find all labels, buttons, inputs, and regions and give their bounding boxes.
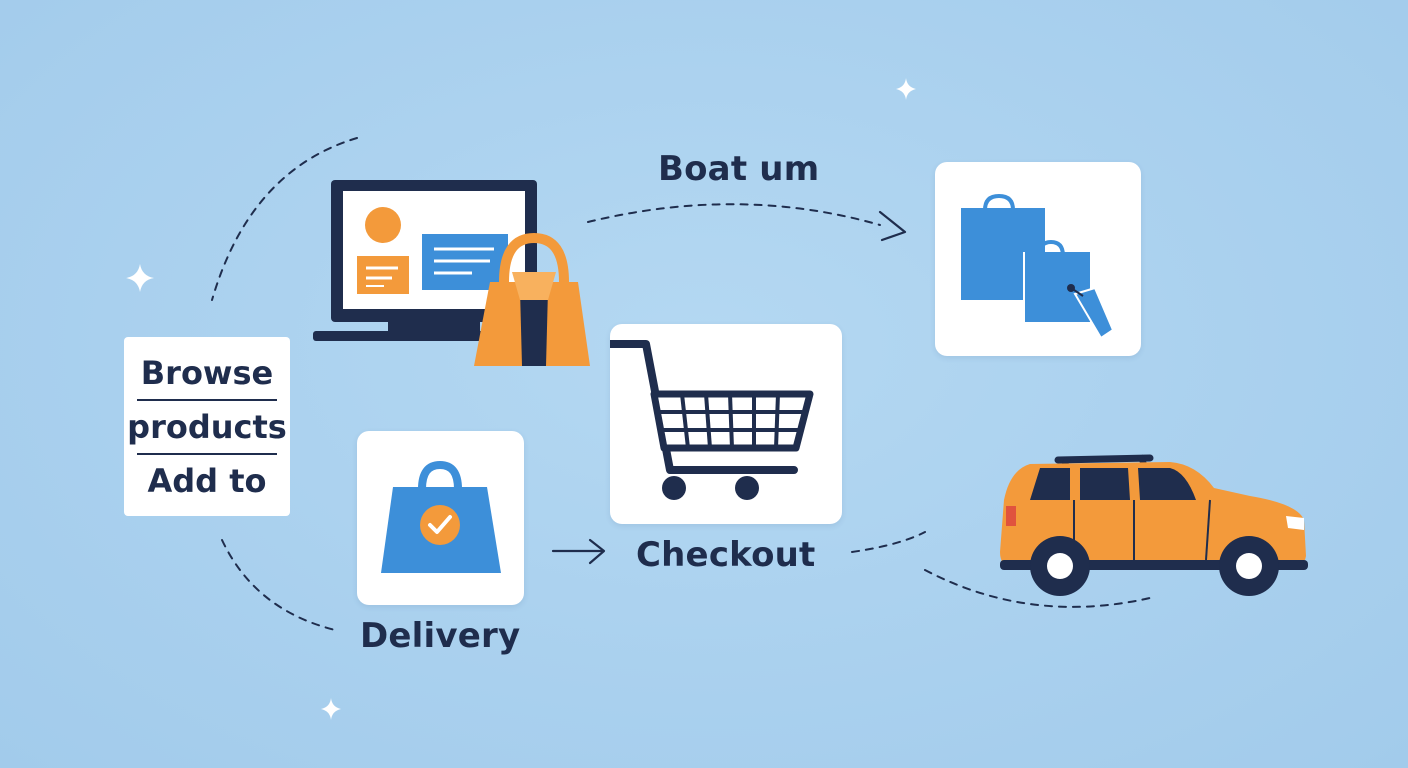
shopping-bags-card <box>935 162 1141 356</box>
sparkle-icon <box>321 698 341 720</box>
shopping-bag-icon <box>474 232 590 366</box>
sparkle-icon <box>126 264 154 292</box>
delivery-label: Delivery <box>360 616 521 656</box>
shopping-bags-icon <box>961 193 1115 340</box>
browse-label: Browse <box>140 353 274 392</box>
shopping-cart-card <box>606 324 842 524</box>
dashed-connector-top-left <box>211 137 358 301</box>
add-to-label: Add to <box>147 461 267 500</box>
dashed-connector-bottom-left <box>221 539 336 631</box>
delivery-bag-check-icon <box>381 460 501 573</box>
dashed-connector-right-top <box>851 531 926 553</box>
divider <box>137 398 277 401</box>
boat-label: Boat um <box>658 149 820 189</box>
products-label: products <box>127 407 287 446</box>
arrow-icon <box>588 538 606 565</box>
checkout-label: Checkout <box>636 535 816 575</box>
divider <box>137 452 277 455</box>
arrow-icon <box>878 210 907 242</box>
sparkle-icon <box>896 78 916 100</box>
dashed-connector-right-bottom <box>924 569 1151 608</box>
dashed-connector-top <box>587 203 881 226</box>
browse-products-card: Browse products Add to <box>124 337 290 516</box>
car-icon <box>1000 454 1308 596</box>
monitor-icon <box>313 180 537 341</box>
delivery-card <box>357 431 524 605</box>
shopping-cart-icon <box>606 340 814 500</box>
